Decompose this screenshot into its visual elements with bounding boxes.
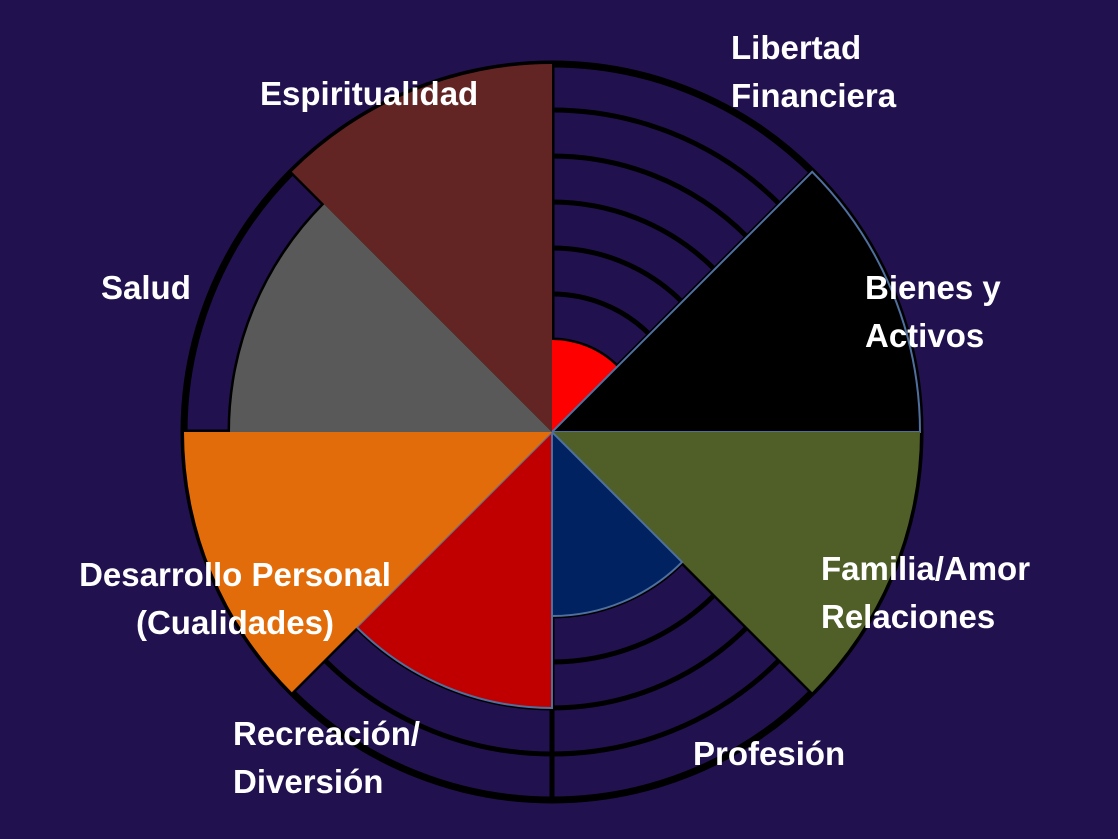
label-desarrollo-personal: Desarrollo Personal (Cualidades): [76, 551, 394, 647]
sector-salud: [230, 204, 552, 432]
label-line: (Cualidades): [135, 604, 335, 641]
sector-familia-amor: [552, 432, 920, 693]
sector-espiritualidad: [291, 64, 552, 432]
label-line: Familia/Amor: [821, 550, 1031, 587]
wheel-sectors: [184, 64, 922, 710]
label-espiritualidad: Espiritualidad: [260, 70, 478, 118]
label-line: Financiera: [731, 77, 897, 114]
sector-libertad-financiera: [552, 339, 618, 432]
sector-desarrollo-personal: [184, 432, 552, 693]
label-line: Profesión: [693, 735, 846, 772]
label-line: Desarrollo Personal: [79, 556, 391, 593]
label-line: Diversión: [233, 763, 384, 800]
sector-recreacion-diversion: [355, 429, 553, 710]
label-line: Activos: [865, 317, 985, 354]
label-bienes-activos: Bienes y Activos: [865, 264, 1001, 360]
label-recreacion-diversion: Recreación/ Diversión: [233, 710, 420, 806]
sector-profesion: [551, 429, 684, 618]
label-line: Bienes y: [865, 269, 1001, 306]
label-profesion: Profesión: [693, 730, 845, 778]
label-line: Libertad: [731, 29, 862, 66]
label-line: Salud: [101, 269, 191, 306]
label-libertad-financiera: Libertad Financiera: [731, 24, 896, 120]
label-line: Relaciones: [821, 598, 996, 635]
label-line: Recreación/: [233, 715, 421, 752]
label-line: Espiritualidad: [260, 75, 479, 112]
sector-bienes-activos: [549, 170, 922, 433]
label-familia-amor: Familia/Amor Relaciones: [821, 545, 1030, 641]
label-salud: Salud: [101, 264, 191, 312]
